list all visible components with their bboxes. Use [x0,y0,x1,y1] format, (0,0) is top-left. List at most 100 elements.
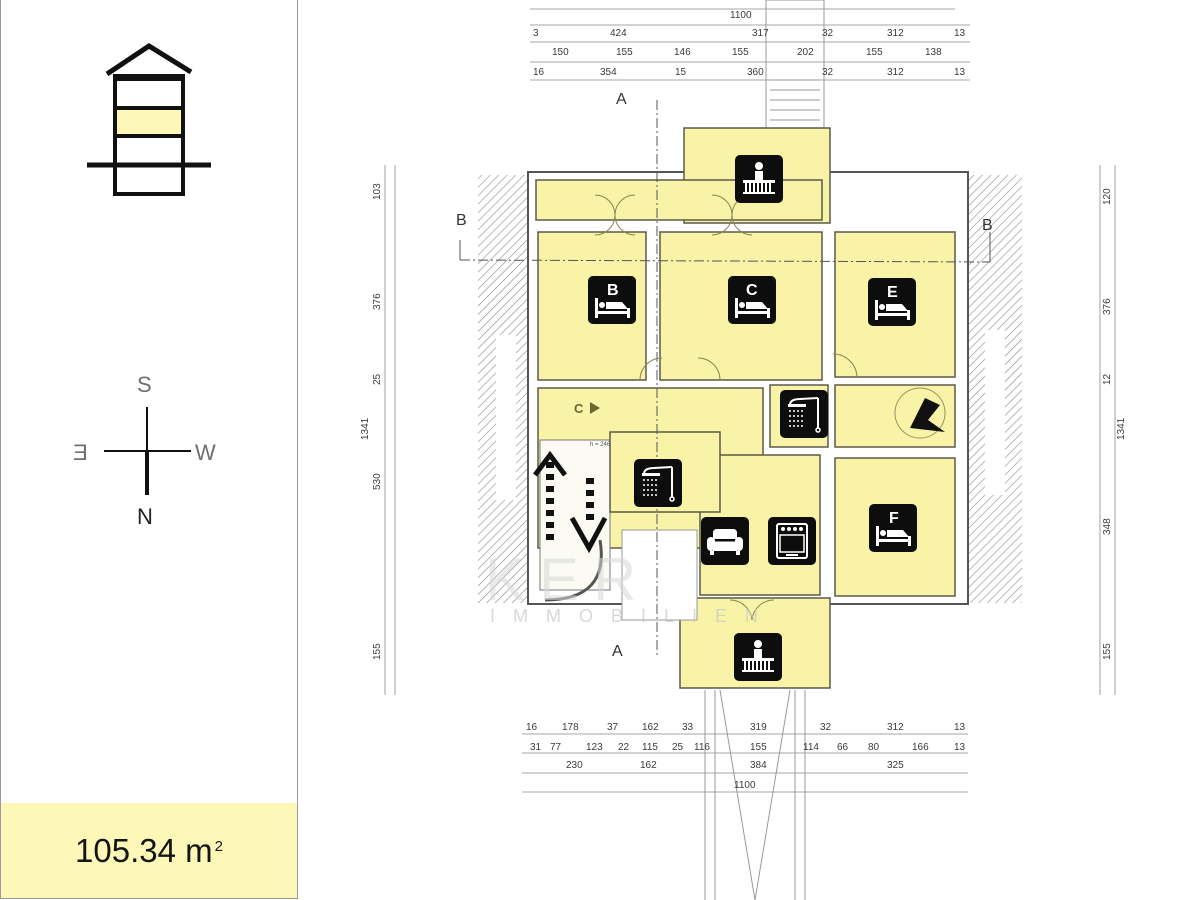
dim-label: 16 [533,67,545,78]
dim-label: 155 [750,742,767,753]
doors [594,194,858,621]
dim-label: 312 [887,722,904,733]
section-marker-a-top: A [616,91,627,108]
dim-label: 13 [954,722,966,733]
dim-label: 37 [607,722,619,733]
watermark-logo-text: KER [485,546,650,613]
dim-label: 32 [822,67,834,78]
floor-plan-drawing: 1100 3 424 317 32 312 13 150 155 146 155… [360,0,1127,900]
dim-label: 155 [372,643,383,660]
dim-label: 424 [610,28,627,39]
dim-label: 80 [868,742,880,753]
section-markers: A A B B C h = 246 [456,91,993,660]
dim-label: 155 [616,47,633,58]
room-letter-b: B [607,282,619,299]
stove-icon [768,517,816,565]
exterior-stair-bottom [704,689,806,900]
dim-label: 312 [887,28,904,39]
bedroom-e-icon: E [868,278,916,326]
dim-label: 354 [600,67,617,78]
stairs-up-down-icon [533,450,608,554]
dim-bottom-total: 1100 [734,780,756,791]
balcony-north-icon [735,155,783,203]
dim-label: 66 [837,742,849,753]
compass-cross-icon [104,407,191,495]
dim-label: 15 [675,67,687,78]
dim-label: 178 [562,722,579,733]
stair-label: C [574,401,584,416]
floor-plan: 1100 3 424 317 32 312 13 150 155 146 155… [300,0,1200,900]
dim-label: 32 [820,722,832,733]
sofa-icon [701,517,749,565]
room-letter-f: F [889,510,899,527]
dim-label: 530 [372,473,383,490]
dim-label: 155 [732,47,749,58]
dim-label: 384 [750,760,767,771]
dim-label: 348 [1102,518,1113,535]
bedroom-f-icon: F [869,504,917,552]
dim-label: 317 [752,28,769,39]
dim-label: 120 [1102,188,1113,205]
compass-north-label: N [137,504,153,529]
dim-label: 230 [566,760,583,771]
dim-label: 162 [640,760,657,771]
dim-label: 12 [1102,373,1113,385]
dim-label: 146 [674,47,691,58]
dim-label: 33 [682,722,694,733]
dim-label: 77 [550,742,562,753]
dim-label: 13 [954,28,966,39]
dim-label: 202 [797,47,814,58]
balcony-south-icon [734,633,782,681]
dim-label: 319 [750,722,767,733]
dim-label: 16 [526,722,538,733]
compass-east-label: E [73,440,88,465]
dim-label: 115 [642,742,658,753]
dim-label: 150 [552,47,569,58]
bedroom-b-icon: B [588,276,636,324]
compass-west-label: W [195,440,216,465]
compass-south-label: S [137,372,152,397]
exterior-stair-top [765,0,825,129]
watermark-subtitle-text: IMMOBILIEN [490,606,776,626]
dim-label: 312 [887,67,904,78]
stair-height: h = 246 [590,442,611,448]
building-floor-indicator-icon [87,43,211,196]
top-dimensions [530,8,970,81]
dim-label: 103 [372,183,383,200]
section-marker-a-bottom: A [612,643,623,660]
dim-label: 138 [925,47,942,58]
dim-label: 162 [642,722,659,733]
dim-label: 3 [533,28,539,39]
shower-icon-bathroom-2 [780,390,828,438]
room-letter-e: E [887,284,898,301]
floor-area-unit-exponent: 2 [214,838,223,855]
dim-label: 32 [822,28,834,39]
section-marker-b-right: B [982,217,993,234]
dim-label: 155 [866,47,883,58]
dim-label: 155 [1102,643,1113,660]
highlighted-floor [117,110,181,135]
dim-left-total: 1341 [360,417,371,440]
dim-label: 13 [954,742,966,753]
bottom-dimensions [522,733,968,793]
dim-label: 13 [954,67,966,78]
shower-icon-bathroom-1 [634,459,682,507]
dim-label: 360 [747,67,764,78]
floor-area-value: 105.34 m [75,831,213,869]
dim-top-total: 1100 [730,10,752,21]
dimension-labels: 1100 3 424 317 32 312 13 150 155 146 155… [360,10,1127,791]
dim-label: 123 [586,742,603,753]
dim-right-total: 1341 [1116,417,1127,440]
section-marker-b-left: B [456,212,467,229]
bedroom-c-icon: C [728,276,776,324]
dim-label: 31 [530,742,542,753]
dim-label: 376 [372,293,383,310]
dim-label: 116 [694,742,710,753]
dim-label: 22 [618,742,630,753]
dim-label: 25 [372,373,383,385]
spiral-stair-icon [894,387,946,439]
dim-label: 166 [912,742,929,753]
dim-label: 376 [1102,298,1113,315]
